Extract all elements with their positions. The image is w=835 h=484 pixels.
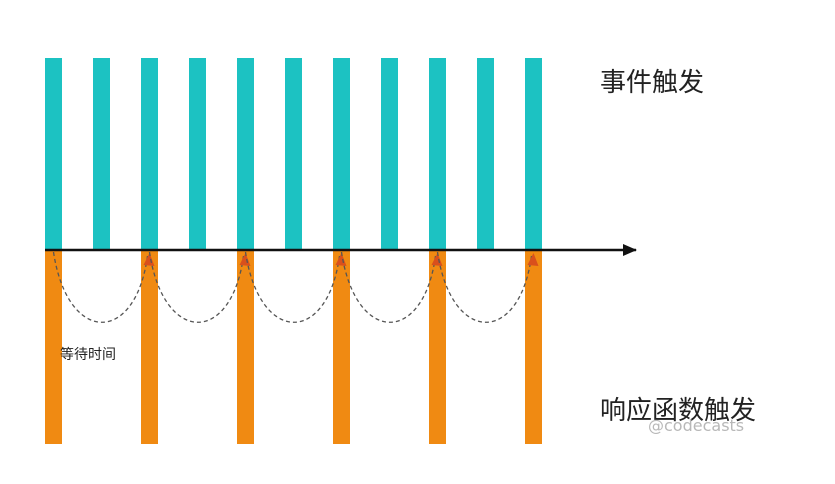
event-bar <box>93 58 110 250</box>
wait-curves-group <box>52 251 539 323</box>
event-bar <box>477 58 494 250</box>
event-bar <box>429 58 446 250</box>
event-bar <box>525 58 542 250</box>
wait-curve <box>148 251 245 323</box>
event-bar <box>333 58 350 250</box>
response-trigger-label: 响应函数触发 <box>600 396 757 426</box>
wait-time-label: 等待时间 <box>60 347 116 363</box>
event-bars-group <box>45 58 542 250</box>
response-bar <box>141 250 158 444</box>
response-bar <box>333 250 350 444</box>
wait-curve <box>244 251 341 323</box>
event-bar <box>285 58 302 250</box>
event-bar <box>381 58 398 250</box>
event-bar <box>45 58 62 250</box>
watermark-text: @codecasts <box>648 416 745 435</box>
wait-curve <box>340 251 437 323</box>
wait-curve-arrowhead <box>527 253 539 266</box>
response-bar <box>237 250 254 444</box>
wait-curve <box>436 251 533 323</box>
response-bar <box>429 250 446 444</box>
event-bar <box>189 58 206 250</box>
event-bar <box>141 58 158 250</box>
response-bar <box>45 250 62 444</box>
event-trigger-label: 事件触发 <box>600 68 705 98</box>
event-bar <box>237 58 254 250</box>
response-bars-group <box>45 250 542 444</box>
response-bar <box>525 250 542 444</box>
wait-curve <box>52 251 149 323</box>
